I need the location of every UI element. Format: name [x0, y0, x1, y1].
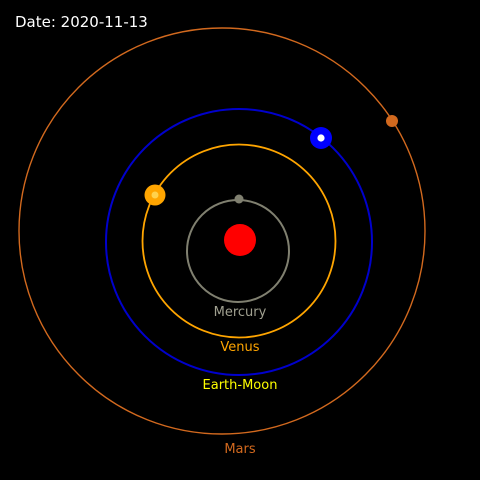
earth-moon-label: Earth-Moon	[203, 378, 278, 393]
venus-orbit	[141, 143, 337, 339]
venus-label: Venus	[220, 340, 259, 355]
mercury-planet	[234, 194, 244, 204]
mars-orbit	[18, 27, 426, 435]
mars-planet	[386, 115, 398, 127]
venus-highlight	[151, 191, 159, 199]
mercury-label: Mercury	[214, 305, 267, 320]
moon	[317, 134, 325, 142]
earth-orbit	[105, 108, 373, 376]
sun	[224, 224, 256, 256]
date-label: Date: 2020-11-13	[15, 13, 148, 31]
mars-label: Mars	[224, 442, 256, 457]
